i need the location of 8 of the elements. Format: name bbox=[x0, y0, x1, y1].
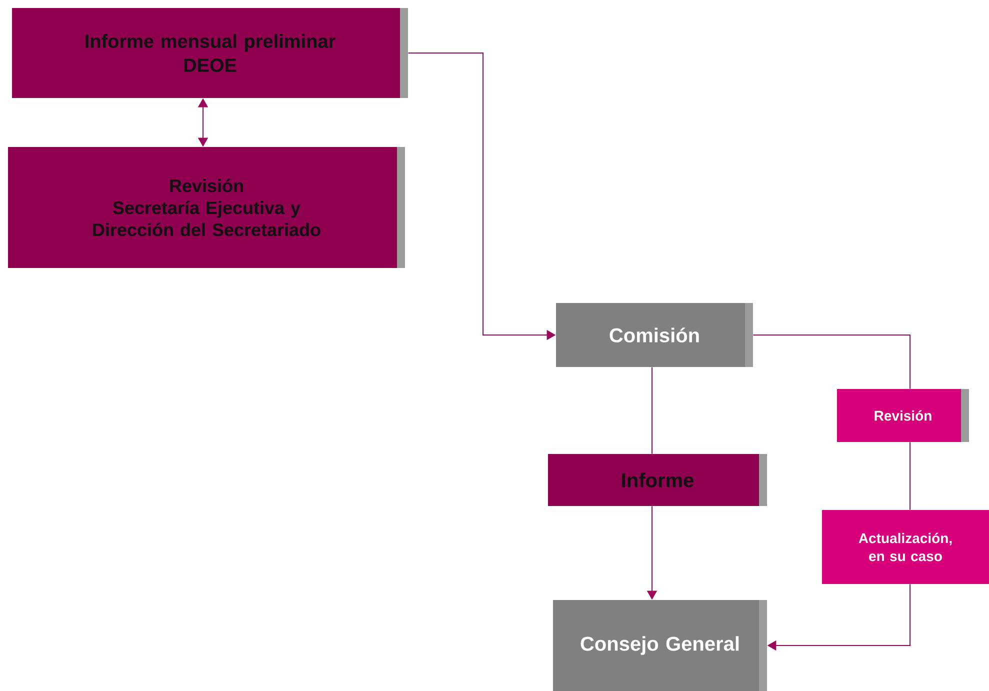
process-box: Consejo General bbox=[553, 600, 767, 691]
process-box: Informe mensual preliminar DEOE bbox=[12, 8, 408, 98]
process-box: Actualización, en su caso bbox=[822, 510, 989, 584]
process-box: Comisión bbox=[556, 303, 753, 367]
connector-line bbox=[752, 334, 910, 390]
process-box: Revisión bbox=[837, 389, 969, 442]
process-box: Informe bbox=[548, 454, 767, 506]
process-box: Revisión Secretaría Ejecutiva y Dirección del Secretariado bbox=[8, 147, 405, 268]
